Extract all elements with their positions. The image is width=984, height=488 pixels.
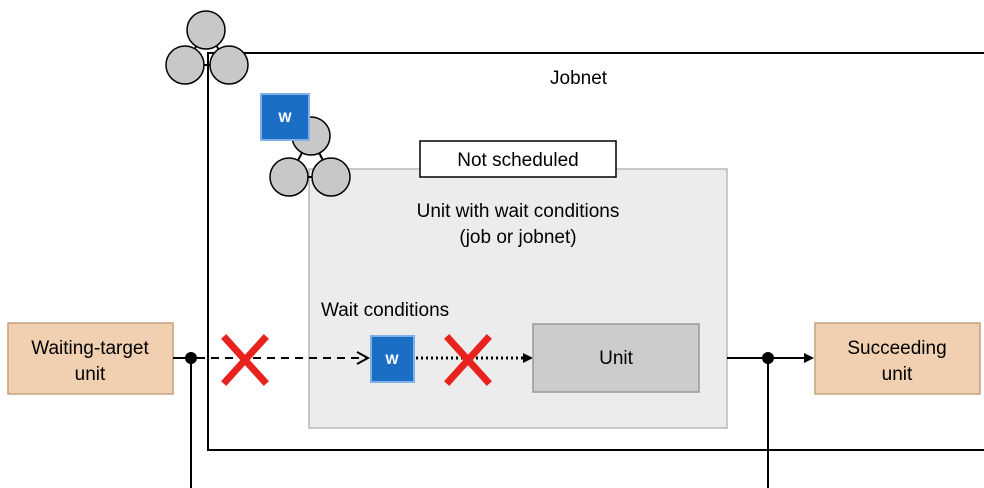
- wait-unit-title-2: (job or jobnet): [459, 227, 576, 248]
- left-junction-dot: [185, 352, 197, 364]
- wait-jobnet-icon: [269, 116, 351, 197]
- jobnet-label: Jobnet: [550, 68, 608, 89]
- status-label: Not scheduled: [457, 150, 578, 171]
- wait-conditions-label: Wait conditions: [321, 300, 449, 321]
- right-junction-dot: [762, 352, 774, 364]
- waiting-target-label-2: unit: [75, 364, 106, 385]
- unit-box: [532, 323, 700, 393]
- unit-label: Unit: [599, 348, 634, 369]
- jobnet-frame: [207, 52, 984, 451]
- succeeding-label-1: Succeeding: [847, 338, 946, 359]
- waiting-target-unit: [7, 322, 174, 395]
- wait-icon-glyph: W: [385, 351, 399, 367]
- wait-icon-top: W: [260, 93, 310, 141]
- wait-unit-title-1: Unit with wait conditions: [417, 201, 620, 222]
- jobnet-icon: [165, 10, 249, 85]
- waiting-target-label-1: Waiting-target: [31, 338, 149, 359]
- wait-icon: W: [370, 335, 415, 383]
- blocked-cross-icon-right: [444, 334, 492, 386]
- succeeding-unit: [814, 322, 981, 395]
- blocked-cross-icon-left: [221, 334, 269, 386]
- wait-icon-top-glyph: W: [278, 109, 292, 125]
- succeeding-label-2: unit: [882, 364, 913, 385]
- status-box: [419, 140, 617, 178]
